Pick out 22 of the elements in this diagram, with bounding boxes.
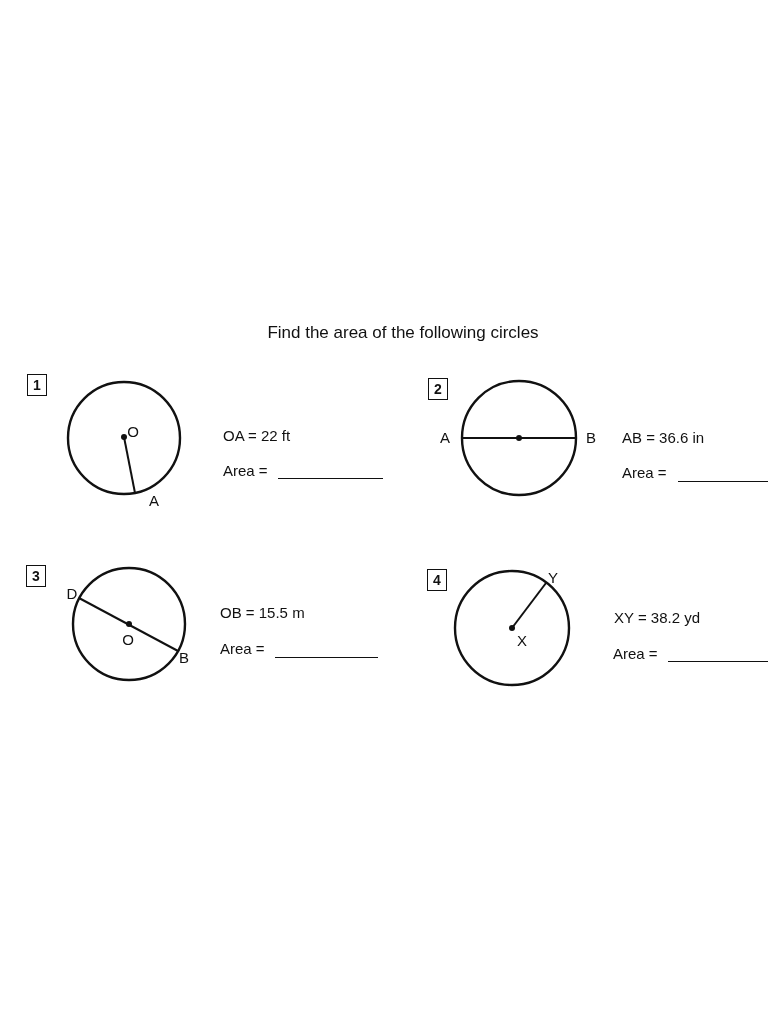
point-label: O bbox=[122, 631, 134, 649]
given-measure: AB = 36.6 in bbox=[622, 429, 705, 447]
answer-prompt: Area = bbox=[220, 640, 265, 658]
point-label: B bbox=[179, 649, 189, 667]
point-label: D bbox=[66, 585, 78, 603]
point-label: A bbox=[149, 492, 159, 510]
point-label: B bbox=[586, 429, 596, 447]
problem-number: 3 bbox=[26, 565, 46, 587]
problem-number: 1 bbox=[27, 374, 47, 396]
answer-prompt: Area = bbox=[223, 462, 268, 480]
point-label: O bbox=[127, 423, 139, 441]
problem-number: 2 bbox=[428, 378, 448, 400]
point-label: Y bbox=[548, 569, 558, 587]
problem-number: 4 bbox=[427, 569, 447, 591]
answer-prompt: Area = bbox=[622, 464, 667, 482]
point-label: A bbox=[440, 429, 450, 447]
given-measure: XY = 38.2 yd bbox=[614, 609, 701, 627]
given-measure: OA = 22 ft bbox=[223, 427, 291, 445]
worksheet-title: Find the area of the following circles bbox=[267, 324, 539, 342]
answer-prompt: Area = bbox=[613, 645, 658, 663]
given-measure: OB = 15.5 m bbox=[220, 604, 305, 622]
point-label: X bbox=[517, 632, 527, 650]
